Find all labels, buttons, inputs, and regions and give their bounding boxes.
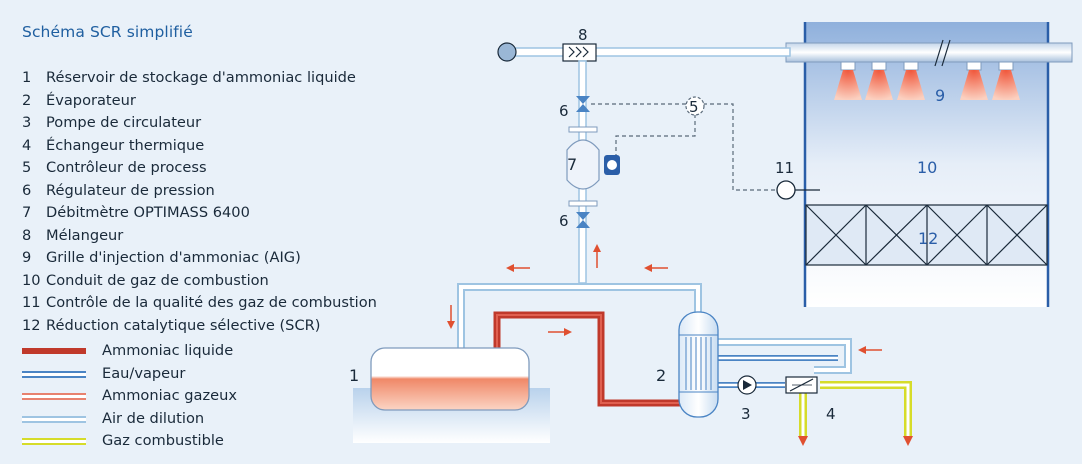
legend-item: 11 Contrôle de la qualité des gaz de comb…	[22, 293, 377, 313]
line-legend-label: Air de dilution	[102, 409, 205, 427]
legend-label: Réservoir de stockage d'ammoniac liquide	[46, 69, 356, 86]
injection-header-pipe	[785, 42, 1073, 63]
legend-number: 4	[22, 136, 32, 154]
flow-arrows	[447, 244, 882, 354]
label-injection-grid: 9	[935, 86, 945, 105]
legend-item: 5 Contrôleur de process	[22, 158, 207, 178]
legend-item: 12 Réduction catalytique sélective (SCR)	[22, 316, 320, 336]
label-tank: 1	[349, 366, 359, 385]
dilution-air-pipes	[457, 283, 852, 374]
legend-item: 9 Grille d'injection d'ammoniac (AIG)	[22, 248, 301, 268]
label-exchanger: 4	[826, 405, 836, 423]
line-swatch	[22, 438, 86, 445]
legend-item: 10 Conduit de gaz de combustion	[22, 271, 269, 291]
pressure-regulator-top: 6	[559, 96, 590, 120]
legend-label: Grille d'injection d'ammoniac (AIG)	[46, 249, 301, 266]
legend-number: 6	[22, 181, 32, 199]
circulation-pump: 3	[737, 375, 757, 423]
evaporator: 2	[656, 311, 719, 418]
legend-label: Débitmètre OPTIMASS 6400	[46, 204, 250, 221]
injection-nozzles	[834, 61, 1020, 100]
legend-item: 8 Mélangeur	[22, 226, 123, 246]
line-legend-label: Ammoniac gazeux	[102, 387, 237, 404]
legend-number: 2	[22, 91, 32, 109]
legend-number: 10	[22, 271, 41, 289]
legend-label: Pompe de circulateur	[46, 114, 202, 131]
ammonia-storage-tank: 1	[349, 347, 550, 443]
label-evaporator: 2	[656, 366, 666, 385]
legend-number: 8	[22, 226, 32, 244]
line-legend-label: Eau/vapeur	[102, 364, 186, 382]
flue-gas-quality-sensor: 11	[775, 159, 820, 200]
line-legend-label: Gaz combustible	[102, 432, 224, 449]
legend-label: Évaporateur	[46, 91, 136, 109]
legend-number: 3	[22, 114, 32, 131]
break-mark	[941, 39, 951, 67]
legend-number: 7	[22, 204, 32, 221]
legend-item: 4 Échangeur thermique	[22, 136, 204, 156]
liquid-ammonia-pipe	[493, 311, 680, 407]
legend-number: 9	[22, 249, 32, 266]
label-controller: 5	[689, 98, 699, 116]
line-swatch	[22, 370, 86, 378]
line-swatch	[22, 415, 86, 423]
label-regulator-top: 6	[559, 102, 569, 120]
legend-number: 11	[22, 294, 41, 311]
label-duct: 10	[917, 158, 937, 177]
diagram-title: Schéma SCR simplifié	[22, 23, 193, 41]
legend-item: 3 Pompe de circulateur	[22, 113, 201, 133]
scr-catalyst: 12	[805, 204, 1048, 266]
label-quality-control: 11	[775, 159, 794, 177]
pressure-regulator-bottom: 6	[559, 212, 590, 230]
mixer: 8	[562, 26, 597, 62]
legend-number: 5	[22, 159, 32, 176]
ammonia-injection-grid: 9	[785, 39, 1073, 105]
label-flowmeter: 7	[567, 155, 577, 174]
label-pump: 3	[741, 405, 751, 423]
legend-number: 12	[22, 316, 41, 334]
arrow-left-icon	[858, 346, 882, 354]
process-controller: 5	[591, 96, 777, 191]
heat-exchanger: 4	[785, 376, 836, 423]
fuel-gas-pipes	[798, 381, 913, 446]
arrow-down-icon	[447, 305, 455, 329]
legend-label: Échangeur thermique	[46, 136, 205, 154]
legend-label: Mélangeur	[46, 226, 124, 244]
legend-item: 2 Évaporateur	[22, 91, 136, 111]
arrow-left-icon	[506, 264, 530, 272]
ammonia-gas-header	[497, 42, 791, 62]
arrow-left-icon	[644, 264, 668, 272]
legend-label: Régulateur de pression	[46, 181, 215, 199]
arrow-right-icon	[548, 328, 572, 336]
line-swatch	[22, 393, 86, 400]
dilution-air-blower-icon	[497, 42, 517, 62]
label-mixer: 8	[578, 26, 588, 44]
tank-body	[370, 347, 530, 411]
label-scr: 12	[918, 229, 938, 248]
legend-item: 7 Débitmètre OPTIMASS 6400	[22, 203, 250, 223]
arrow-up-icon	[593, 244, 601, 268]
line-legend-label: Ammoniac liquide	[102, 342, 234, 359]
break-mark	[934, 39, 944, 67]
legend-item: 6 Régulateur de pression	[22, 181, 215, 201]
label-regulator-bottom: 6	[559, 212, 569, 230]
legend-label: Contrôleur de process	[46, 159, 207, 176]
flow-meter: 7	[566, 126, 620, 207]
legend-label: Réduction catalytique sélective (SCR)	[46, 316, 321, 334]
legend-item: 1 Réservoir de stockage d'ammoniac liquid…	[22, 68, 356, 88]
line-swatch	[22, 348, 86, 354]
legend-label: Contrôle de la qualité des gaz de combus…	[46, 294, 377, 311]
legend-label: Conduit de gaz de combustion	[46, 271, 269, 289]
legend-number: 1	[22, 69, 32, 86]
